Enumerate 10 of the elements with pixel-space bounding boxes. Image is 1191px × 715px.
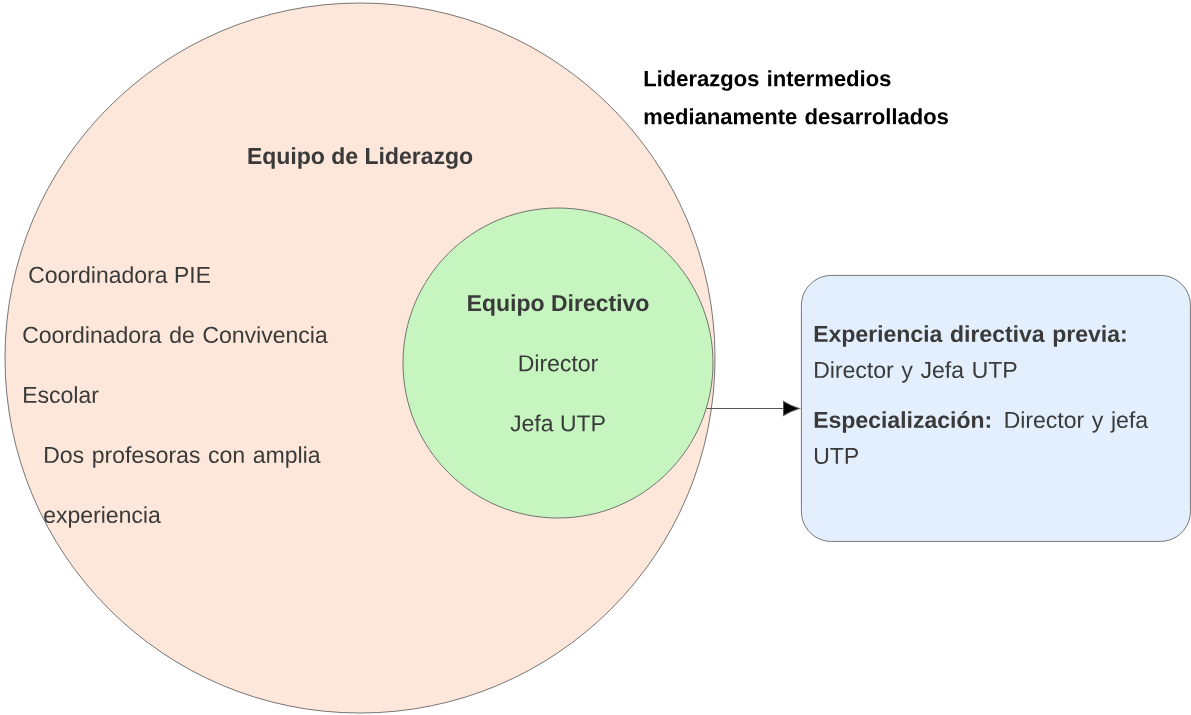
member-text: Coordinadora PIE <box>29 266 210 284</box>
info-box: Experiencia directiva previa: Director y Jefa UTP Especialización: Director y jefa UTP <box>801 275 1191 542</box>
arrow <box>706 400 800 416</box>
heading: Equipo Directivo <box>468 294 649 316</box>
member-text: Dos profesoras con amplia experiencia <box>44 446 321 528</box>
member-text: Coordinadora de Convivencia Escolar <box>23 326 328 404</box>
member-text: Director <box>519 354 598 372</box>
member-text: Jefa UTP <box>510 414 605 432</box>
note-text: Liderazgos intermedios medianamente desarrollados <box>644 70 948 125</box>
heading: Equipo de Liderazgo <box>248 147 473 169</box>
